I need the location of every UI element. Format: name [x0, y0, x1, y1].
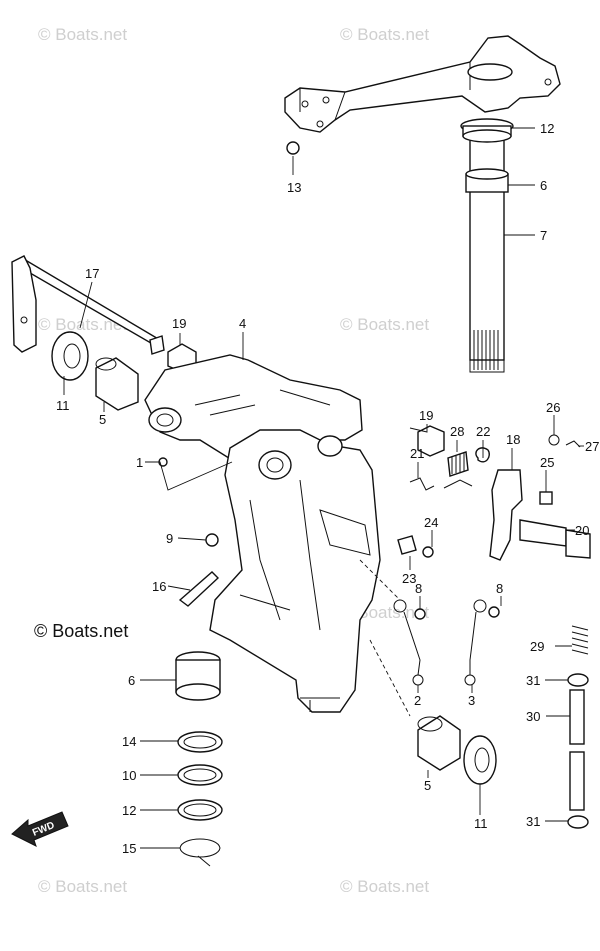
lower-bushings — [175, 651, 497, 867]
bolt-9 — [205, 533, 219, 547]
callout-13: 13 — [287, 180, 301, 195]
callout-18: 18 — [506, 432, 520, 447]
washer-14 — [177, 731, 223, 753]
plate-20 — [519, 519, 567, 547]
callout-31: 31 — [526, 814, 540, 829]
steering-arm — [284, 35, 561, 133]
callout-12: 12 — [122, 803, 136, 818]
bolt-8 — [488, 606, 500, 618]
callout-11: 11 — [474, 816, 488, 831]
clamp-31 — [567, 815, 589, 829]
callout-26: 26 — [546, 400, 560, 415]
callout-7: 7 — [540, 228, 547, 243]
callout-15: 15 — [122, 841, 136, 856]
watermark: © Boats.net — [38, 315, 127, 334]
callout-20: 20 — [575, 523, 589, 538]
clip-23 — [397, 535, 417, 555]
swivel-bracket — [144, 354, 381, 713]
watermark: © Boats.net — [38, 25, 127, 44]
hose-30 — [569, 689, 585, 745]
collar-19 — [417, 425, 445, 457]
bushing-5 — [95, 357, 139, 411]
washer-10 — [177, 764, 223, 786]
spring-21 — [409, 477, 435, 491]
callout-31: 31 — [526, 673, 540, 688]
reverse-lock-parts — [158, 425, 591, 607]
clamp-31 — [567, 673, 589, 687]
callout-14: 14 — [122, 734, 136, 749]
callout-6: 6 — [540, 178, 547, 193]
callout-5: 5 — [99, 412, 106, 427]
callout-2: 2 — [414, 693, 421, 708]
callout-21: 21 — [410, 446, 424, 461]
callout-6: 6 — [128, 673, 135, 688]
washer-12 — [177, 799, 223, 821]
spring-28 — [447, 451, 469, 477]
callout-8: 8 — [415, 581, 422, 596]
callout-23: 23 — [402, 571, 416, 586]
leader-lines — [63, 127, 584, 849]
circlip-15 — [179, 838, 221, 867]
callout-11: 11 — [56, 398, 70, 413]
hose-30 — [569, 751, 585, 811]
callout-19: 19 — [172, 316, 186, 331]
lever-18 — [489, 469, 523, 561]
watermark: © Boats.net — [340, 877, 429, 896]
watermark: © Boats.net — [38, 877, 127, 896]
bolt-13 — [286, 141, 300, 155]
callout-22: 22 — [476, 424, 490, 439]
callout-17: 17 — [85, 266, 99, 281]
bolt-8 — [414, 608, 426, 620]
callout-28: 28 — [450, 424, 464, 439]
callout-30: 30 — [526, 709, 540, 724]
pin-27 — [565, 440, 581, 448]
washer-11 — [463, 735, 497, 785]
steering-shaft-assembly — [284, 35, 561, 373]
washer-11 — [51, 331, 89, 381]
copyright-label: © Boats.net — [34, 621, 128, 641]
callout-27: 27 — [585, 439, 599, 454]
watermark: © Boats.net — [340, 25, 429, 44]
callout-8: 8 — [496, 581, 503, 596]
callout-19: 19 — [419, 408, 433, 423]
callout-3: 3 — [468, 693, 475, 708]
fwd-arrow-icon: FWD — [11, 811, 69, 847]
callout-9: 9 — [166, 531, 173, 546]
watermark: © Boats.net — [340, 315, 429, 334]
callout-12: 12 — [540, 121, 554, 136]
spring-29 — [571, 625, 589, 655]
callout-25: 25 — [540, 455, 554, 470]
callout-10: 10 — [122, 768, 136, 783]
callout-1: 1 — [136, 455, 143, 470]
watermarks: © Boats.net © Boats.net © Boats.net © Bo… — [38, 25, 429, 896]
bolt-24 — [422, 546, 434, 558]
collar-25 — [539, 491, 553, 505]
callout-16: 16 — [152, 579, 166, 594]
callout-29: 29 — [530, 639, 544, 654]
callout-5: 5 — [424, 778, 431, 793]
callout-24: 24 — [424, 515, 438, 530]
callout-labels: 13 12 6 7 17 19 4 11 5 1 19 28 22 18 26 … — [56, 121, 599, 856]
bushing-5 — [417, 715, 461, 771]
trim-parts — [567, 625, 589, 829]
clip-16 — [178, 571, 220, 607]
callout-4: 4 — [239, 316, 246, 331]
washer-26 — [548, 434, 560, 446]
